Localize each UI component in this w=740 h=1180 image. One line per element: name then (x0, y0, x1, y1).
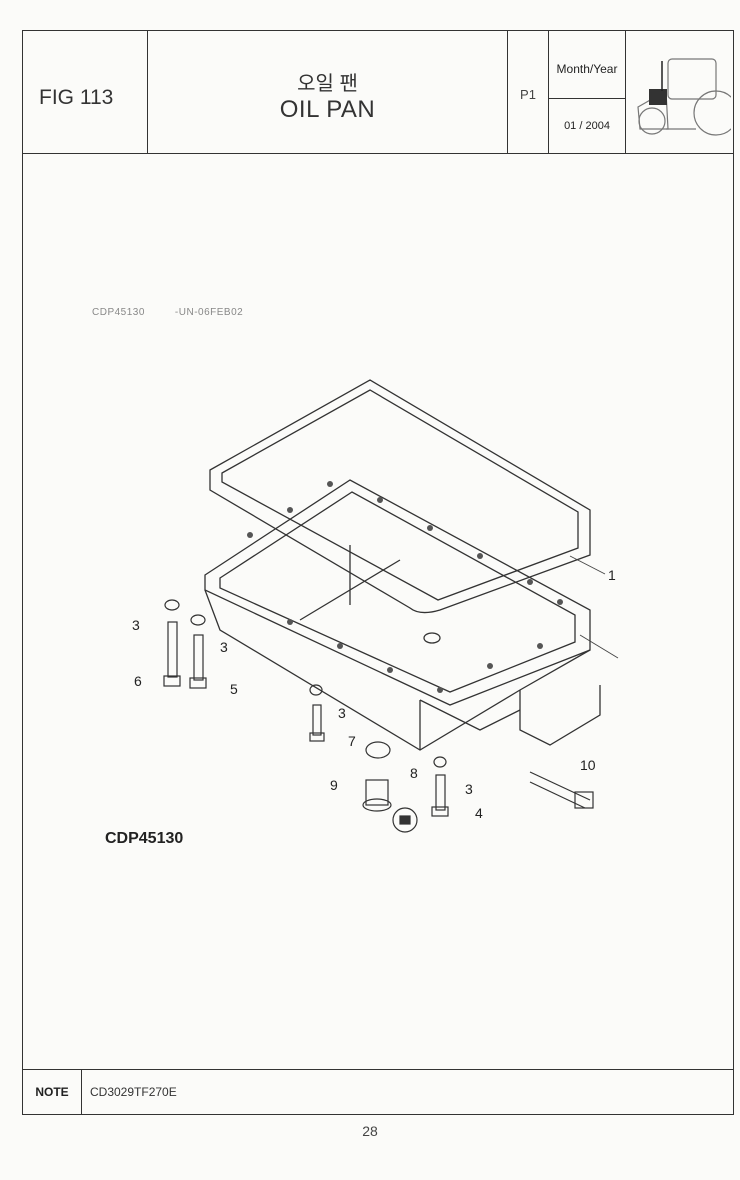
title-korean: 오일 팬 (297, 73, 358, 95)
note-label: NOTE (23, 1070, 82, 1114)
date-cell: Month/Year 01 / 2004 (549, 31, 626, 153)
callout-9: 9 (330, 777, 338, 793)
title-english: OIL PAN (279, 96, 376, 123)
callout-3d: 3 (465, 781, 473, 797)
header-table: FIG 113 오일 팬 OIL PAN P1 Month/Year 01 / … (23, 31, 739, 154)
icon-cell (626, 31, 739, 153)
tractor-icon (637, 58, 739, 136)
date-label: Month/Year (556, 62, 618, 76)
drawing-reference: CDP45130 -UN-06FEB02 (92, 307, 243, 318)
date-value: 01 / 2004 (564, 120, 610, 132)
note-row: NOTE CD3029TF270E (23, 1069, 733, 1114)
callout-3a: 3 (132, 617, 140, 633)
page-indicator: P1 (520, 87, 536, 102)
callout-7: 7 (348, 733, 356, 749)
page-number: 28 (362, 1123, 378, 1139)
note-value: CD3029TF270E (90, 1085, 177, 1099)
page-cell: P1 (508, 31, 549, 153)
oil-pan (204, 479, 591, 706)
callout-3c: 3 (338, 705, 346, 721)
part-code: CDP45130 (105, 830, 184, 847)
callout-6: 6 (134, 673, 142, 689)
drawing-code: CDP45130 (92, 307, 145, 318)
document-frame: FIG 113 오일 팬 OIL PAN P1 Month/Year 01 / … (22, 30, 739, 1115)
callout-1: 1 (608, 567, 616, 583)
gasket (209, 379, 591, 614)
drawing-date-code: -UN-06FEB02 (174, 307, 244, 318)
callout-5: 5 (230, 681, 238, 697)
callout-3b: 3 (220, 639, 228, 655)
callout-4: 4 (475, 805, 483, 821)
oil-pan-diagram: 1 2 3 3 3 3 3 4 5 6 7 8 9 10 (132, 379, 619, 833)
figure-label: FIG 113 (39, 86, 114, 109)
callout-8: 8 (410, 765, 418, 781)
date-label-box: Month/Year (549, 31, 625, 99)
figure-cell: FIG 113 (23, 31, 148, 153)
callout-10: 10 (580, 757, 596, 773)
title-cell: 오일 팬 OIL PAN (148, 31, 508, 153)
